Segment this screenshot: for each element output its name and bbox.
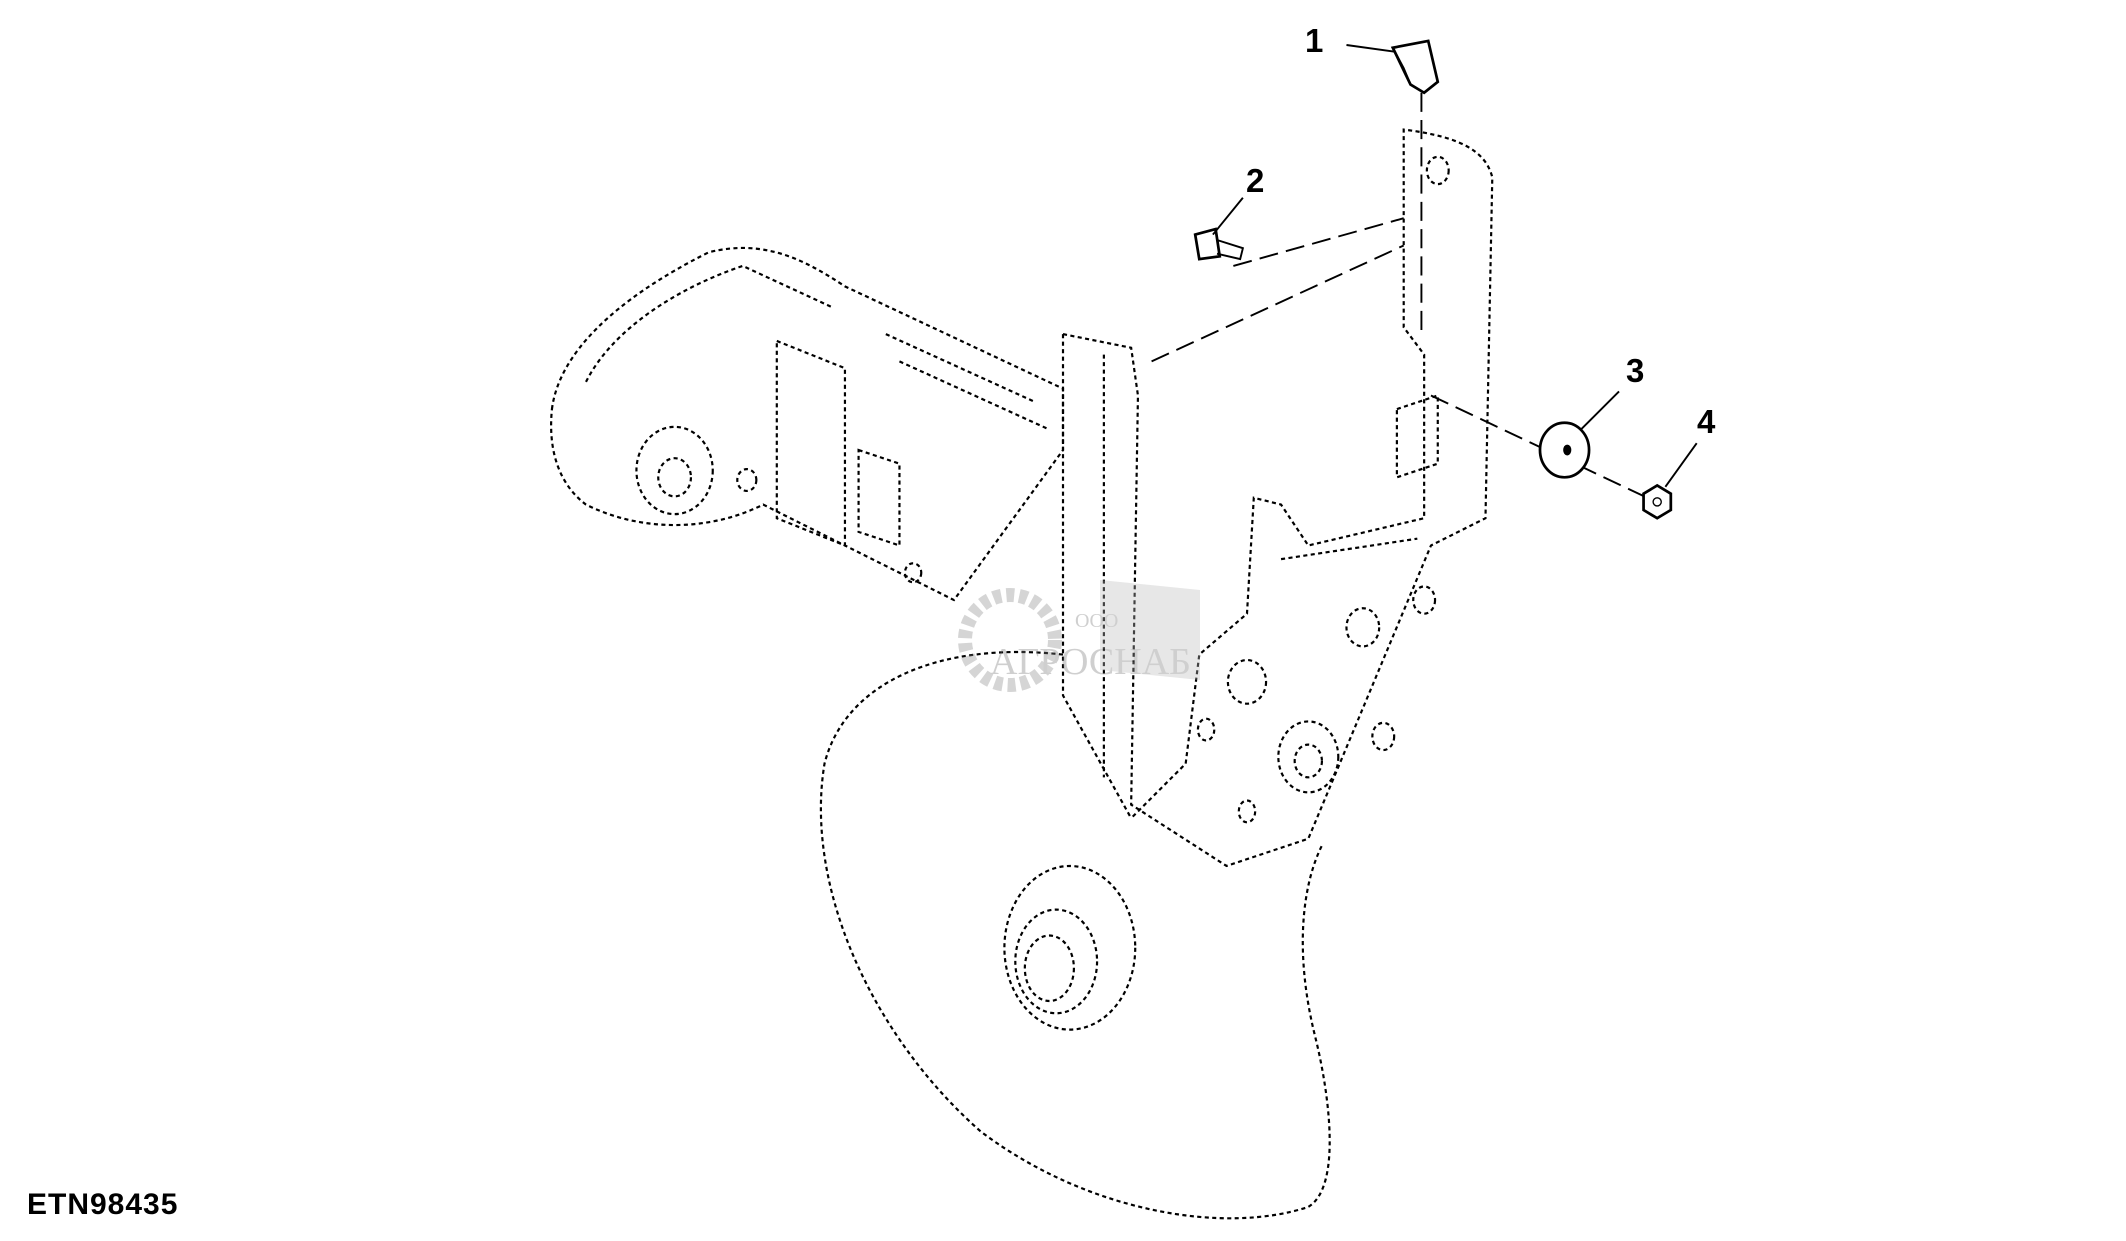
frame-arm (550, 246, 1065, 602)
part-3-washer (1538, 421, 1591, 479)
disc-blade (819, 650, 1331, 1220)
leader-1 (1346, 44, 1396, 53)
gear-combine-icon (958, 580, 1200, 692)
leader-4 (1664, 442, 1698, 488)
part-1-cap (1390, 39, 1440, 95)
watermark-logo: ООО АГРОСНАБ (950, 560, 1210, 705)
leader-2 (1212, 197, 1244, 236)
figure-id: ETN98435 (27, 1188, 179, 1221)
part-4-nut (1642, 483, 1673, 520)
watermark-prefix: ООО (1075, 610, 1119, 632)
mounting-bracket (1061, 128, 1494, 868)
callout-1: 1 (1305, 22, 1324, 59)
callout-2: 2 (1246, 162, 1265, 199)
watermark-name: АГРОСНАБ (990, 641, 1191, 683)
callout-4: 4 (1697, 403, 1716, 440)
leader-3 (1580, 390, 1620, 431)
callout-3: 3 (1626, 352, 1645, 389)
part-2-bolt (1193, 227, 1245, 261)
